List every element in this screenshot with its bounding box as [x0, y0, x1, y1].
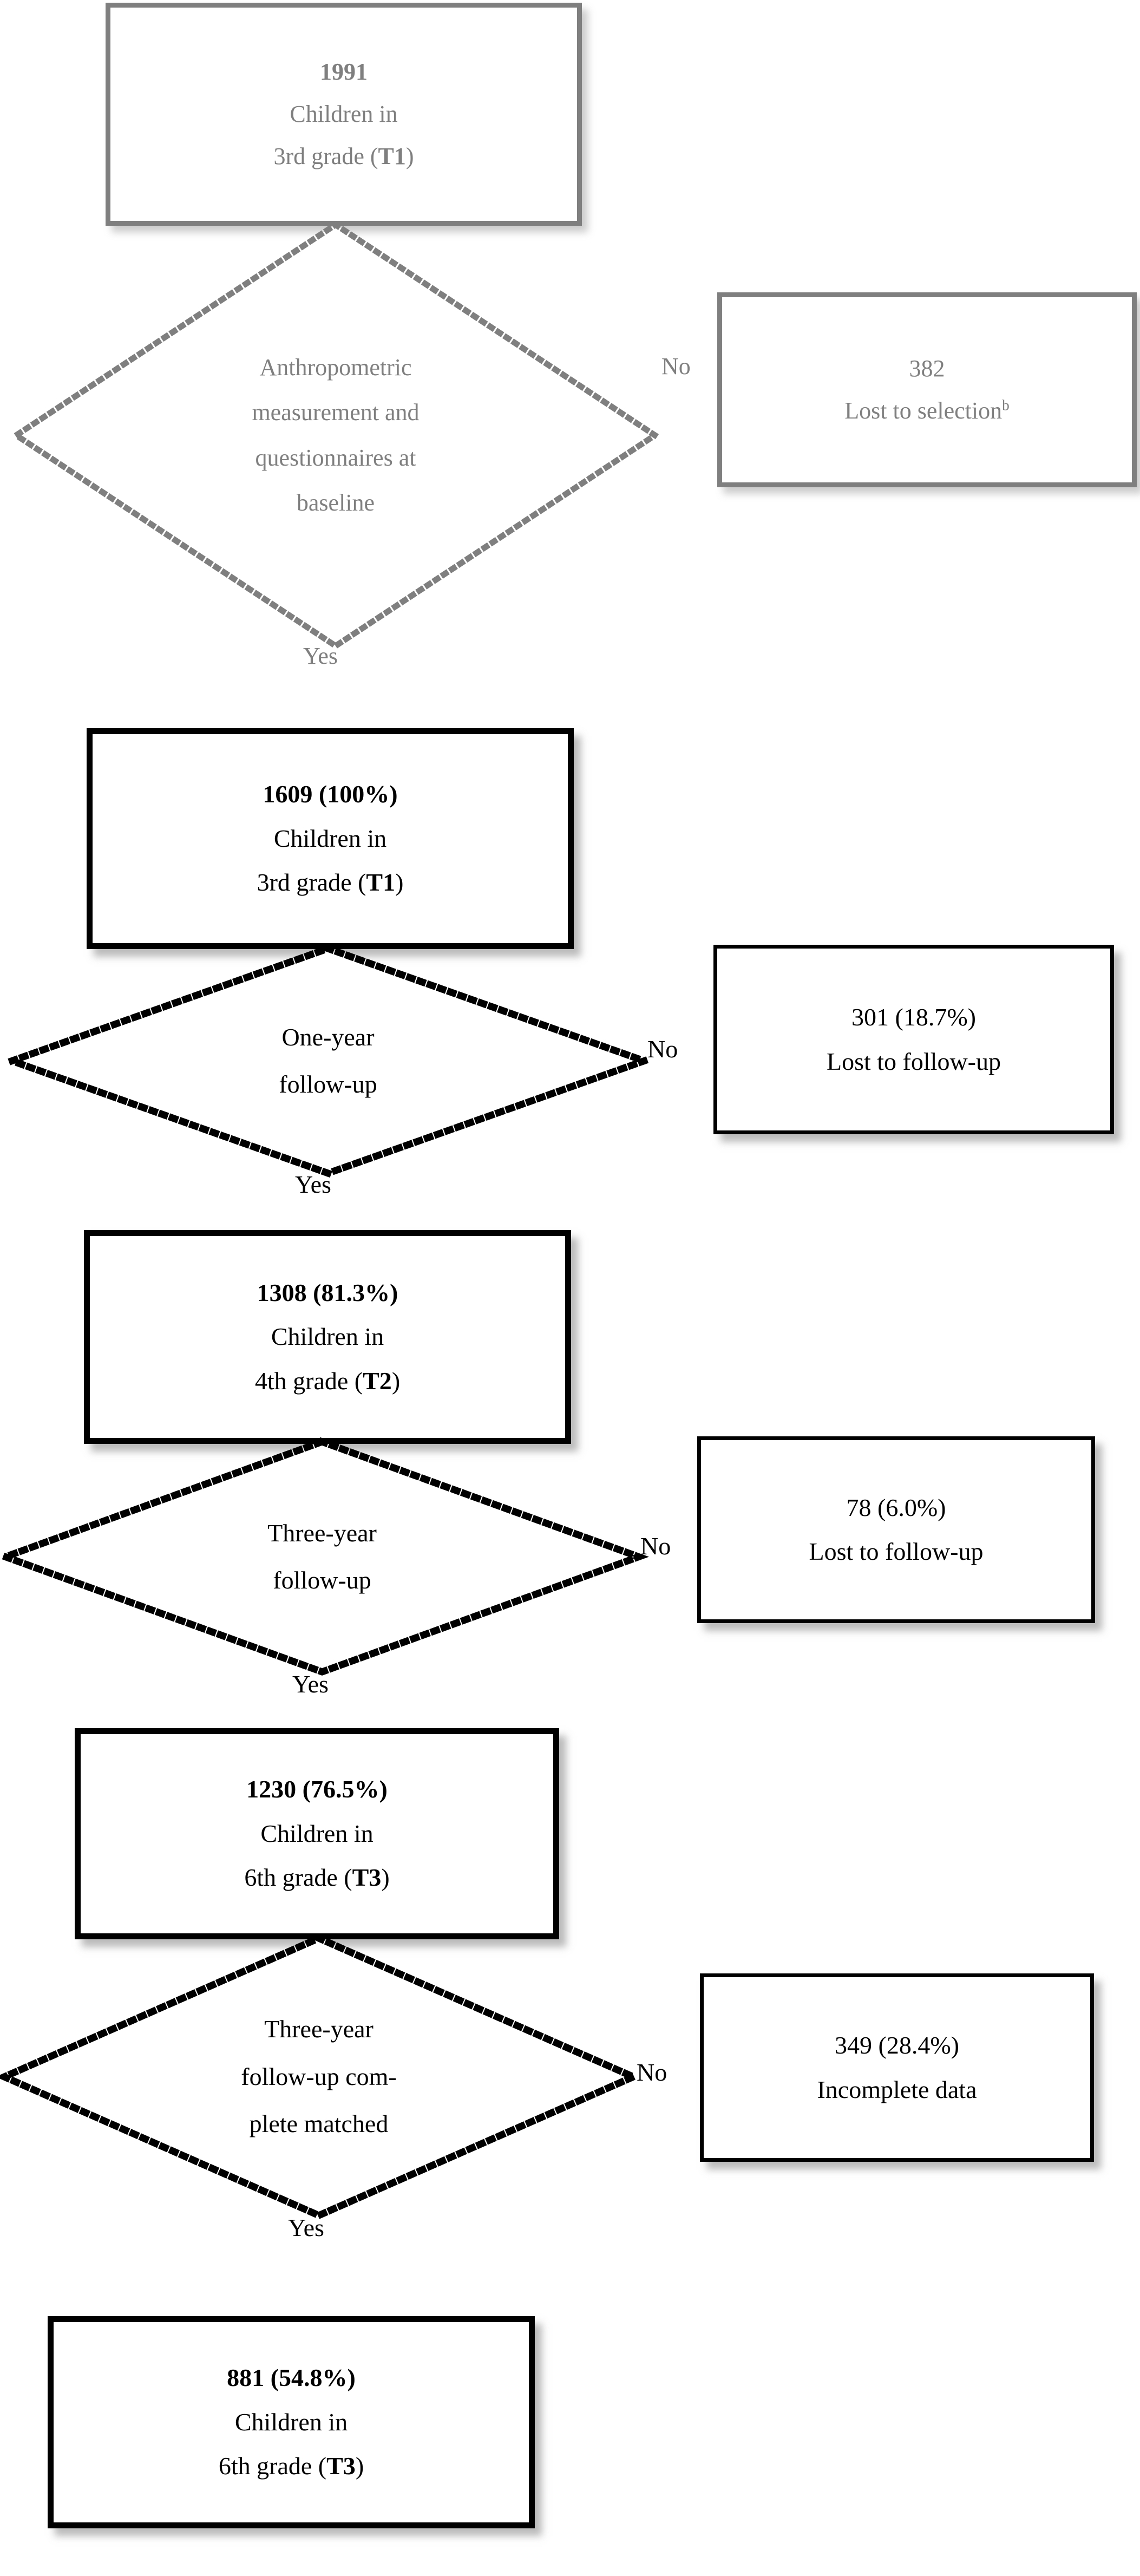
incomplete-data-count: 349 (28.4%) — [835, 2031, 959, 2060]
lost-selection-footnote-marker: b — [1002, 397, 1010, 414]
diamond-outline-baseline — [11, 221, 660, 650]
lost-followup-1-count: 301 (18.7%) — [851, 1003, 976, 1031]
incomplete-data-label: Incomplete data — [817, 2075, 977, 2103]
diamond-outline-one-year — [1, 945, 655, 1177]
t2-cohort-line2: Children in — [271, 1323, 384, 1351]
t2-cohort-grade: 4th grade ( — [254, 1367, 363, 1395]
t2-cohort-timepoint: T2 — [363, 1367, 392, 1395]
lost-selection-text: Lost to selection — [844, 397, 1003, 424]
t1-cohort-timepoint: T1 — [366, 868, 396, 897]
baseline-total-grade: 3rd grade ( — [273, 142, 378, 169]
baseline-total-paren: ) — [405, 142, 414, 169]
baseline-total-timepoint: T1 — [378, 142, 406, 169]
edge-label-yes-matched: Yes — [288, 2214, 324, 2241]
t3-matched-line2: Children in — [234, 2408, 348, 2436]
edge-label-yes-three-year: Yes — [292, 1670, 329, 1698]
node-t1-cohort: 1609 (100%) Children in 3rd grade (T1) — [87, 728, 574, 949]
node-lost-followup-1: 301 (18.7%) Lost to follow-up — [713, 945, 1114, 1134]
edge-label-no-baseline: No — [661, 353, 691, 380]
diamond-outline-three-year — [0, 1438, 650, 1676]
lost-selection-count: 382 — [909, 355, 945, 382]
t3-matched-line3: 6th grade (T3) — [219, 2453, 364, 2479]
lost-followup-2-label: Lost to follow-up — [809, 1538, 984, 1566]
node-t2-cohort: 1308 (81.3%) Children in 4th grade (T2) — [84, 1230, 571, 1444]
t3-matched-grade: 6th grade ( — [218, 2452, 327, 2480]
baseline-total-count: 1991 — [320, 58, 368, 86]
t3-cohort-paren: ) — [381, 1864, 390, 1892]
decision-one-year-followup: One-year follow-up — [1, 945, 655, 1177]
node-lost-followup-2: 78 (6.0%) Lost to follow-up — [697, 1436, 1095, 1623]
t3-cohort-timepoint: T3 — [352, 1864, 382, 1892]
lost-followup-1-label: Lost to follow-up — [827, 1047, 1001, 1075]
t3-cohort-line2: Children in — [260, 1819, 374, 1847]
edge-label-no-three-year: No — [640, 1532, 671, 1560]
t1-cohort-line3: 3rd grade (T1) — [257, 869, 404, 895]
node-lost-selection: 382 Lost to selectionb — [717, 292, 1137, 487]
node-t3-cohort: 1230 (76.5%) Children in 6th grade (T3) — [75, 1728, 559, 1939]
t3-matched-paren: ) — [355, 2452, 364, 2480]
edge-label-no-matched: No — [637, 2058, 667, 2086]
t3-matched-timepoint: T3 — [326, 2452, 356, 2480]
t1-cohort-paren: ) — [395, 868, 404, 897]
baseline-total-line3: 3rd grade (T1) — [273, 142, 414, 169]
lost-followup-2-count: 78 (6.0%) — [846, 1493, 946, 1521]
t3-matched-count: 881 (54.8%) — [227, 2364, 356, 2392]
decision-three-year-followup: Three-year follow-up — [0, 1438, 650, 1676]
t1-cohort-grade: 3rd grade ( — [257, 868, 366, 897]
node-incomplete-data: 349 (28.4%) Incomplete data — [700, 1973, 1094, 2162]
decision-three-year-matched: Three-year follow-up com- plete matched — [0, 1934, 643, 2220]
diamond-outline-three-year-matched — [0, 1934, 643, 2220]
edge-label-yes-baseline: Yes — [303, 643, 338, 669]
t2-cohort-line3: 4th grade (T2) — [255, 1368, 400, 1394]
lost-selection-label: Lost to selectionb — [844, 398, 1009, 423]
t3-cohort-grade: 6th grade ( — [244, 1864, 352, 1892]
baseline-total-line2: Children in — [290, 100, 398, 127]
edge-label-yes-one-year: Yes — [295, 1171, 331, 1198]
t3-cohort-line3: 6th grade (T3) — [244, 1865, 389, 1891]
decision-baseline-assessment: Anthropometric measurement and questionn… — [11, 221, 660, 650]
t1-cohort-line2: Children in — [273, 824, 387, 852]
node-baseline-total: 1991 Children in 3rd grade (T1) — [106, 3, 582, 226]
t2-cohort-count: 1308 (81.3%) — [257, 1278, 398, 1306]
t3-cohort-count: 1230 (76.5%) — [246, 1775, 388, 1803]
t1-cohort-count: 1609 (100%) — [263, 780, 398, 808]
edge-label-no-one-year: No — [647, 1035, 678, 1063]
t2-cohort-paren: ) — [391, 1367, 401, 1395]
node-t3-matched: 881 (54.8%) Children in 6th grade (T3) — [48, 2316, 535, 2528]
